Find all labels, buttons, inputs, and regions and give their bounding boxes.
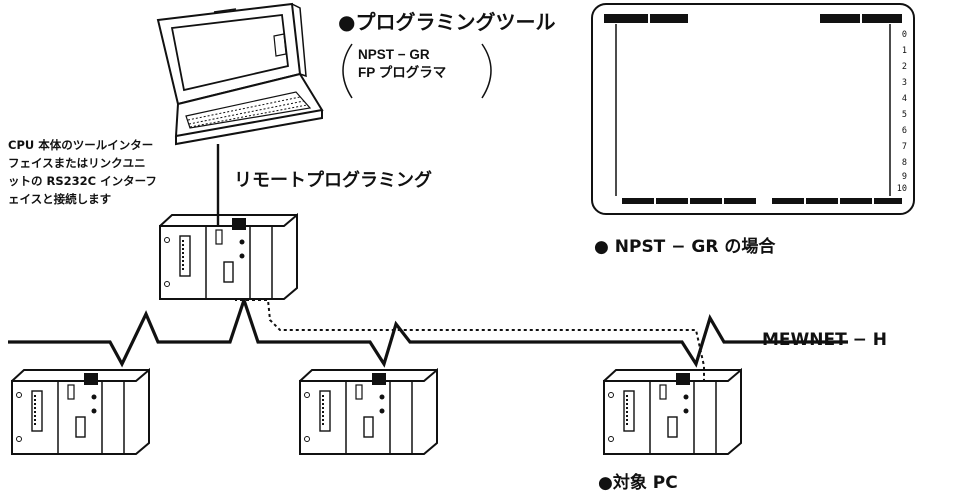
- screen-tick-2: 2: [901, 62, 907, 72]
- variant-brackets: [342, 43, 492, 99]
- connection-note-line-2: フェイスまたはリンクユニ: [8, 156, 146, 170]
- remote-programming-label: リモートプログラミング: [234, 170, 432, 191]
- screen-tick-0: 0: [901, 30, 907, 40]
- connection-note-line-3: ットの RS232C インターフ: [8, 174, 157, 188]
- screen-tick-5: 5: [901, 110, 907, 120]
- screen-tick-6: 6: [901, 126, 907, 136]
- screen-tick-10: 10: [896, 184, 907, 194]
- screen-caption: ● NPST − GR の場合: [594, 237, 776, 257]
- screen-tick-4: 4: [901, 94, 907, 104]
- plc-target: [603, 369, 742, 455]
- network-label: MEWNET − H: [762, 330, 888, 350]
- variant-npst-gr: NPST − GR: [358, 47, 430, 62]
- plc-station-2: [299, 369, 438, 455]
- screen-tick-1: 1: [901, 46, 907, 56]
- connection-note-line-4: ェイスと接続します: [8, 192, 112, 206]
- connection-note-line-1: CPU 本体のツールインター: [8, 138, 154, 152]
- laptop-icon: [156, 2, 324, 146]
- target-pc-label: ●対象 PC: [598, 473, 678, 493]
- tool-title: ●プログラミングツール: [338, 10, 556, 34]
- screen-tick-9: 9: [901, 172, 907, 182]
- plc-station-1: [11, 369, 150, 455]
- plc-local: [159, 214, 298, 300]
- screen-tick-8: 8: [901, 158, 907, 168]
- programming-screen: [591, 3, 915, 215]
- screen-tick-7: 7: [901, 142, 907, 152]
- network-bus: [8, 294, 848, 368]
- screen-tick-3: 3: [901, 78, 907, 88]
- variant-fp-programmer: FP プログラマ: [358, 65, 447, 80]
